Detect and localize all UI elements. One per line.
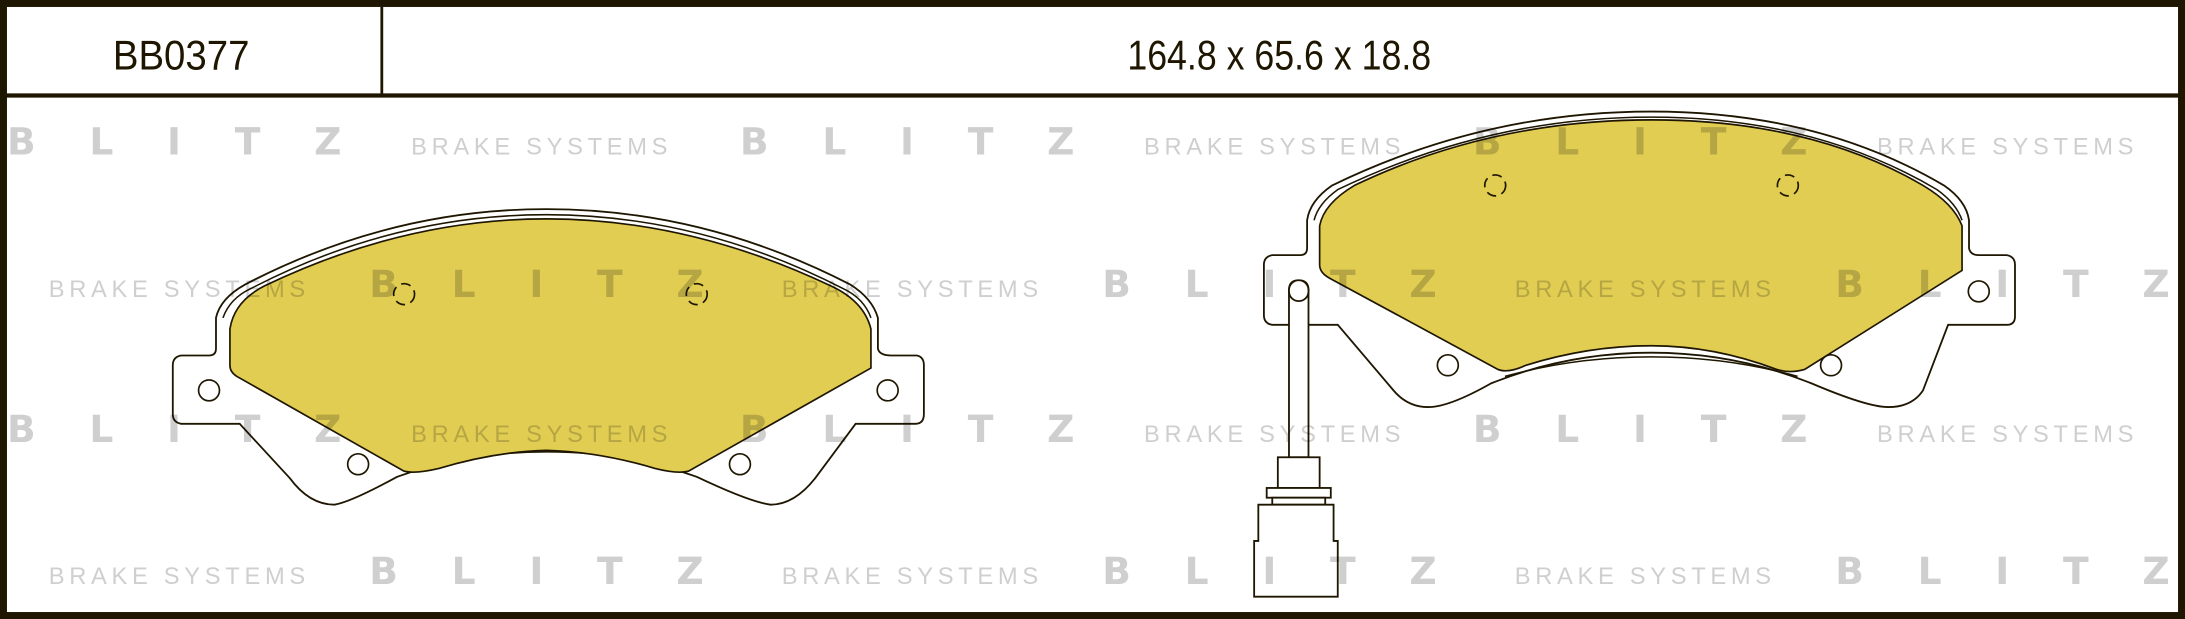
mounting-hole xyxy=(1967,280,1991,303)
mounting-hole xyxy=(876,379,899,402)
mounting-hole xyxy=(197,379,221,402)
mounting-hole xyxy=(346,452,370,476)
sensor-connector-neck xyxy=(1276,456,1321,489)
mounting-hole xyxy=(728,452,752,476)
dashed-rivet-mark xyxy=(392,282,416,306)
friction-material-right xyxy=(1318,119,1963,373)
sensor-probe-tip xyxy=(1288,279,1310,303)
sensor-connector-collar xyxy=(1271,496,1327,506)
sensor-connector-flange xyxy=(1265,487,1332,499)
mounting-hole xyxy=(1819,353,1843,377)
plate-inner-bottom-right xyxy=(1504,356,1798,378)
dimensions: 164.8 x 65.6 x 18.8 xyxy=(1127,32,1431,79)
brake-pad-left xyxy=(171,208,925,506)
brake-pad-right xyxy=(1253,110,2016,598)
plate-inner-edge-left xyxy=(222,213,872,319)
dashed-rivet-mark xyxy=(1483,174,1507,197)
dashed-rivet-mark xyxy=(1776,174,1800,197)
part-number: BB0377 xyxy=(113,32,250,79)
sensor-connector-body xyxy=(1253,503,1339,598)
wear-sensor xyxy=(1253,279,1339,598)
mounting-hole xyxy=(1436,353,1460,377)
dashed-rivet-mark xyxy=(685,282,709,306)
friction-material-left xyxy=(229,218,872,473)
plate-inner-edge-right xyxy=(1313,116,1963,221)
